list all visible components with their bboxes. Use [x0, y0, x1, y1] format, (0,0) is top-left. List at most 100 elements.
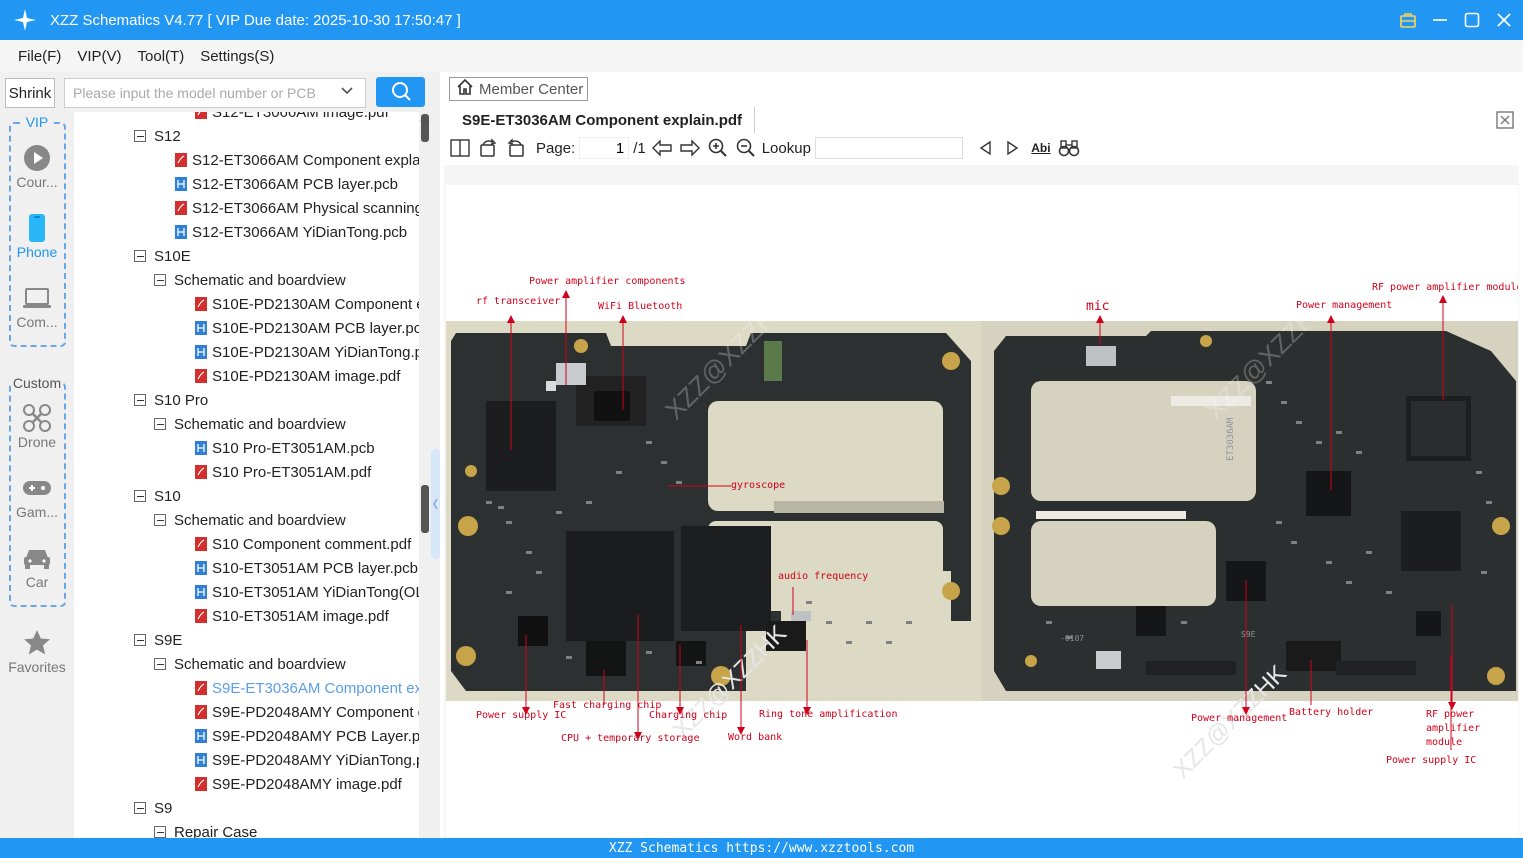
collapse-toggle-icon[interactable] [134, 490, 146, 502]
vip-group-label: VIP [23, 114, 51, 130]
collapse-toggle-icon[interactable] [134, 802, 146, 814]
lookup-input[interactable] [814, 137, 963, 159]
panel-splitter[interactable] [431, 112, 440, 838]
tree-file[interactable]: S10 Pro-ET3051AM.pcb [194, 436, 375, 460]
vip-bag-icon[interactable] [1397, 9, 1419, 31]
tree-file[interactable]: S10E-PD2130AM PCB layer.pcb [194, 316, 419, 340]
category-computer[interactable]: Com... [0, 282, 74, 330]
laptop-icon [22, 282, 52, 314]
toggle-sidebar-icon[interactable] [448, 136, 472, 160]
collapse-toggle-icon[interactable] [154, 514, 166, 526]
board-silkscreen: ET3036AM [1226, 417, 1236, 461]
splitter-handle[interactable] [431, 449, 440, 559]
chevron-down-icon[interactable] [340, 84, 354, 101]
zoom-in-icon[interactable] [706, 136, 730, 160]
tree-folder[interactable]: S10E [134, 244, 191, 268]
tree-file[interactable]: S9E-PD2048AMY image.pdf [194, 772, 402, 796]
pdf-viewer[interactable]: ET3036AM -0107 S9E XZZ@XZZHK XZZ@XZZHK X… [444, 165, 1519, 838]
category-car[interactable]: Car [0, 542, 74, 590]
minimize-button[interactable] [1429, 9, 1451, 31]
tree-file[interactable]: S10E-PD2130AM Component e [194, 292, 419, 316]
tree-item-label: S10E-PD2130AM Component e [212, 295, 419, 313]
close-tab-icon[interactable] [1495, 110, 1515, 133]
tab-active-document[interactable]: S9E-ET3036AM Component explain.pdf [450, 107, 756, 133]
tree-file[interactable]: S12-ET3066AM Component explai [174, 148, 419, 172]
collapse-toggle-icon[interactable] [134, 634, 146, 646]
collapse-toggle-icon[interactable] [154, 658, 166, 670]
tree-file[interactable]: S10-ET3051AM PCB layer.pcb [194, 556, 418, 580]
tree-file[interactable]: S10-ET3051AM YiDianTong(OLI [194, 580, 419, 604]
tree-file[interactable]: S10E-PD2130AM image.pdf [194, 364, 400, 388]
menu-vip[interactable]: VIP(V) [77, 47, 122, 65]
tree-folder[interactable]: S10 Pro [134, 388, 208, 412]
tree-file[interactable]: S9E-PD2048AMY Component e [194, 700, 419, 724]
pcb-file-icon [194, 728, 208, 744]
tree-folder[interactable]: Schematic and boardview [154, 412, 346, 436]
tree-item-label: S12-ET3066AM image.pdf [212, 112, 389, 121]
tree-file[interactable]: S9E-PD2048AMY YiDianTong.p [194, 748, 419, 772]
rotate-left-icon[interactable] [476, 136, 500, 160]
search-button[interactable] [376, 77, 425, 107]
tree-scroll-thumb-top[interactable] [421, 114, 429, 142]
tree-file[interactable]: S12-ET3066AM image.pdf [194, 112, 389, 124]
annotation-label: Power amplifier components [529, 276, 686, 287]
collapse-toggle-icon[interactable] [154, 274, 166, 286]
category-favorites[interactable]: Favorites [0, 627, 74, 675]
find-next-icon[interactable] [1001, 136, 1025, 160]
car-icon [22, 542, 52, 574]
category-drone[interactable]: Drone [0, 402, 74, 450]
tree-file[interactable]: S10E-PD2130AM YiDianTong.p [194, 340, 419, 364]
previous-page-icon[interactable] [650, 136, 674, 160]
tree-folder[interactable]: S12 [134, 124, 181, 148]
tree-file[interactable]: S12-ET3066AM Physical scanning i [174, 196, 419, 220]
tree-scroll-thumb[interactable] [421, 485, 429, 533]
category-phone[interactable]: Phone [0, 212, 74, 260]
annotation-label: CPU + temporary storage [561, 733, 700, 744]
tree-folder[interactable]: S9E [134, 628, 182, 652]
member-center-button[interactable]: Member Center [449, 77, 588, 101]
tree-file[interactable]: S9E-ET3036AM Component exp [194, 676, 419, 700]
collapse-toggle-icon[interactable] [134, 250, 146, 262]
binoculars-icon[interactable] [1057, 136, 1081, 160]
maximize-button[interactable] [1461, 9, 1483, 31]
tree-folder[interactable]: S10 [134, 484, 181, 508]
tree-file[interactable]: S9E-PD2048AMY PCB Layer.pcb [194, 724, 419, 748]
close-button[interactable] [1493, 9, 1515, 31]
category-game[interactable]: Gam... [0, 472, 74, 520]
shrink-button[interactable]: Shrink [5, 78, 55, 108]
tree-file[interactable]: S12-ET3066AM YiDianTong.pcb [174, 220, 407, 244]
annotation-label: gyroscope [731, 480, 786, 491]
collapse-toggle-icon[interactable] [134, 394, 146, 406]
menu-tool[interactable]: Tool(T) [137, 47, 185, 65]
collapse-toggle-icon[interactable] [154, 418, 166, 430]
category-courses[interactable]: Cour... [0, 142, 74, 190]
category-label: Drone [17, 434, 57, 450]
model-search-input[interactable] [64, 78, 366, 108]
next-page-icon[interactable] [678, 136, 702, 160]
pcb-file-icon [194, 752, 208, 768]
tree-folder[interactable]: S9 [134, 796, 172, 820]
find-previous-icon[interactable] [973, 136, 997, 160]
tree-folder[interactable]: Schematic and boardview [154, 652, 346, 676]
zoom-out-icon[interactable] [734, 136, 758, 160]
menu-settings[interactable]: Settings(S) [200, 47, 275, 65]
annotation-label: WiFi Bluetooth [598, 301, 683, 312]
collapse-toggle-icon[interactable] [154, 826, 166, 838]
rotate-right-icon[interactable] [504, 136, 528, 160]
tree-file[interactable]: S10-ET3051AM image.pdf [194, 604, 389, 628]
tree-folder[interactable]: Schematic and boardview [154, 508, 346, 532]
tree-item-label: S10-ET3051AM YiDianTong(OLI [212, 583, 419, 601]
collapse-toggle-icon[interactable] [134, 130, 146, 142]
tree-item-label: S10 Pro [154, 391, 209, 409]
page-number-input[interactable] [579, 137, 630, 159]
match-case-icon[interactable]: Abi [1029, 136, 1053, 160]
menu-bar: File(F) VIP(V) Tool(T) Settings(S) [0, 40, 1523, 72]
tree-file[interactable]: S10 Component comment.pdf [194, 532, 411, 556]
tree-file[interactable]: S10 Pro-ET3051AM.pdf [194, 460, 371, 484]
tree-file[interactable]: S12-ET3066AM PCB layer.pcb [174, 172, 398, 196]
tree-folder[interactable]: Schematic and boardview [154, 268, 346, 292]
menu-file[interactable]: File(F) [18, 47, 62, 65]
status-footer: XZZ Schematics https://www.xzztools.com [0, 838, 1523, 858]
tree-scrollbar[interactable] [419, 112, 431, 838]
tree-folder[interactable]: Repair Case [154, 820, 257, 838]
